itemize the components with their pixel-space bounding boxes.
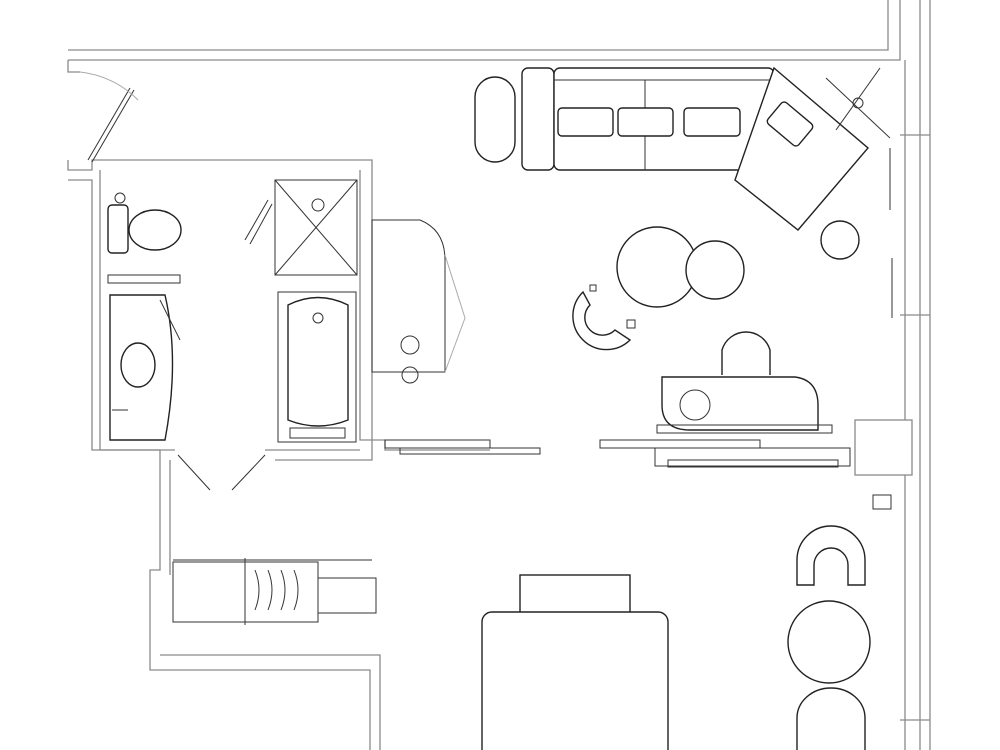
closet [172,558,377,625]
bathtub [277,291,357,443]
floor-lamp [825,67,891,139]
ottoman [474,76,516,163]
side-table [820,220,860,260]
dining-set [787,525,871,750]
shower [244,179,358,276]
exterior-walls [67,0,931,750]
bed [481,574,669,750]
desk-chair [721,331,771,375]
entry-door[interactable] [79,71,139,163]
sliding-doors[interactable] [384,439,851,467]
bathroom-doors[interactable] [177,454,266,491]
desk [656,376,839,468]
vanity [107,274,181,441]
coffee-tables [616,226,745,308]
wardrobe [371,219,466,384]
toilet [107,192,182,254]
armchair [572,284,636,351]
radiator [872,148,893,510]
sectional-sofa [521,66,869,231]
